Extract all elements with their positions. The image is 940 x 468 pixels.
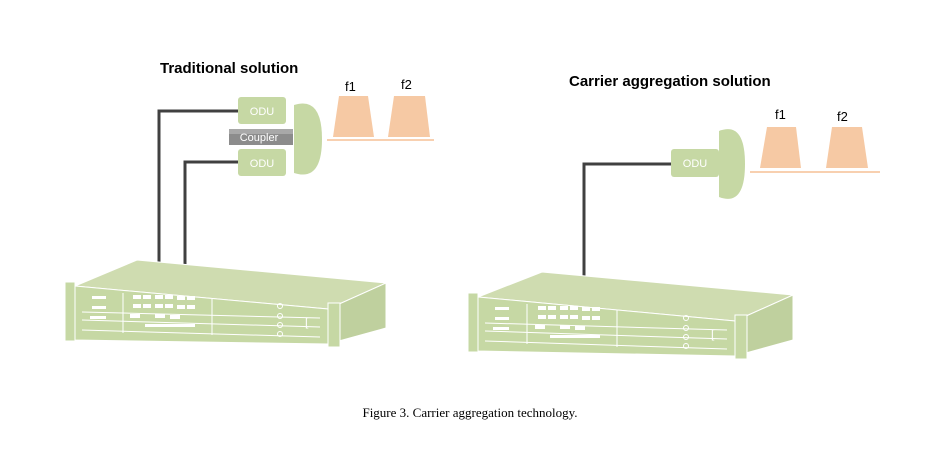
left-f2-band <box>388 96 430 137</box>
left-f1-label: f1 <box>345 79 356 94</box>
left-chassis: [ <box>64 259 388 348</box>
coupler-label: Coupler <box>240 132 279 144</box>
svg-text:[: [ <box>305 315 309 329</box>
right-antenna-dish <box>719 129 745 199</box>
odu-bottom: ODU <box>238 149 286 176</box>
right-f2-band <box>826 127 868 168</box>
traditional-solution-title: Traditional solution <box>160 60 298 77</box>
carrier-aggregation-title: Carrier aggregation solution <box>569 73 771 90</box>
odu-right: ODU <box>671 149 719 177</box>
odu-bottom-label: ODU <box>250 158 275 170</box>
carrier-aggregation-group: Carrier aggregation solution ODU f1 f2 <box>467 73 880 360</box>
odu-top-label: ODU <box>250 106 275 118</box>
right-f1-band <box>760 127 801 168</box>
figure-caption: Figure 3. Carrier aggregation technology… <box>362 405 577 420</box>
svg-text:[: [ <box>711 327 715 341</box>
odu-top: ODU <box>238 97 286 124</box>
left-f1-band <box>333 96 374 137</box>
left-f2-label: f2 <box>401 77 412 92</box>
coupler: Coupler <box>229 129 293 145</box>
right-cable <box>582 162 671 297</box>
odu-right-label: ODU <box>683 158 708 170</box>
right-f1-label: f1 <box>775 107 786 122</box>
right-chassis: [ <box>467 271 795 360</box>
left-cable-1 <box>157 109 238 285</box>
left-cable-2 <box>183 160 238 285</box>
right-f2-label: f2 <box>837 109 848 124</box>
left-antenna-dish <box>294 103 322 175</box>
traditional-solution-group: Traditional solution ODU Coupler ODU f1 … <box>64 60 434 348</box>
